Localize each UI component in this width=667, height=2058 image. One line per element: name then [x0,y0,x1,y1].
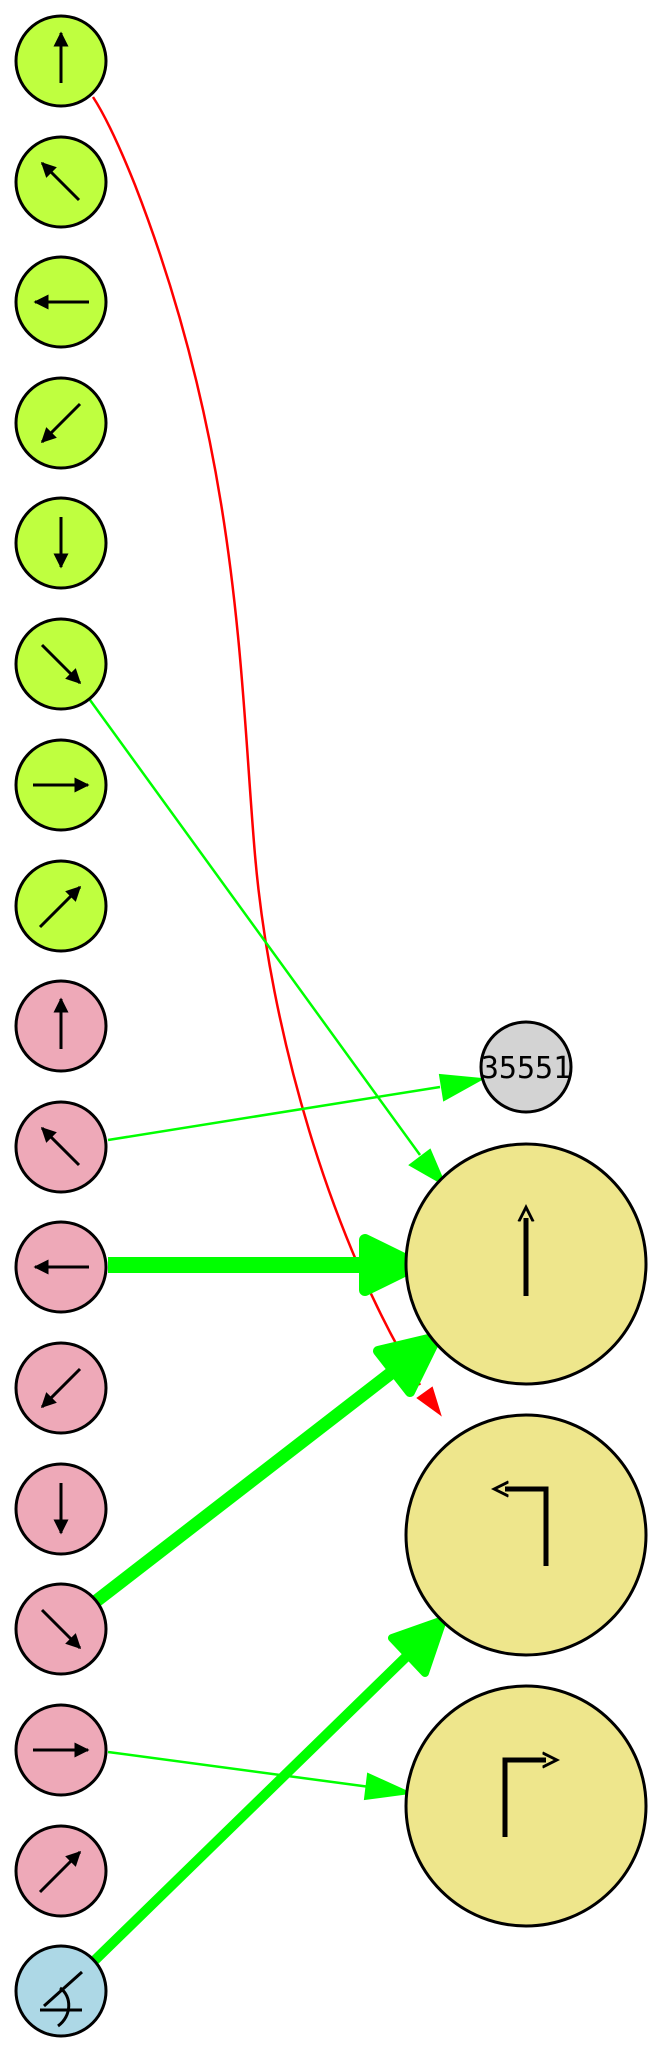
turn-left-icon [505,1489,549,1566]
arrow-down-right-icon [40,643,82,685]
edge-green-pink-upleft-to-gray [107,1085,441,1142]
arrow-up-right-icon [38,1850,82,1894]
edge-green-downright-to-up [88,699,422,1156]
edge-green-arrowhead-3 [359,1234,422,1296]
green-node-left[interactable] [14,255,108,349]
pink-node-down-right[interactable] [14,1582,108,1676]
gray-node[interactable]: 35551 [479,1020,573,1114]
gray-node-label: 35551 [481,1051,571,1086]
pink-node-right[interactable] [14,1703,108,1797]
u-turn-icon [40,1970,84,2028]
green-node-down[interactable] [14,496,108,590]
green-node-down-left[interactable] [14,376,108,470]
arrow-up-left-icon [40,1126,81,1167]
edge-green-arrowhead-2 [438,1073,486,1102]
green-node-up-left[interactable] [14,135,108,229]
pink-node-down-left[interactable] [14,1341,108,1435]
pink-node-column [14,979,108,1918]
yellow-node-up[interactable] [404,1142,648,1386]
edge-green-arrowhead-6 [388,1616,447,1677]
pink-node-down[interactable] [14,1462,108,1556]
arrow-down-right-icon [40,1608,82,1650]
turn-right-icon [502,1760,546,1837]
edge-red-up-to-turn-left [91,96,422,1386]
green-node-column [14,14,108,953]
yellow-node-turn-right[interactable] [404,1684,648,1928]
pink-node-up-left[interactable] [14,1100,108,1194]
pink-node-up[interactable] [14,979,108,1073]
edge-green-pink-downright-to-up [91,1364,399,1608]
pink-node-up-right[interactable] [14,1824,108,1918]
green-node-up[interactable] [14,14,108,108]
edges-layer [88,96,486,1966]
edge-green-pink-right-to-turnright [107,1750,371,1789]
blue-node[interactable] [14,1944,108,2038]
green-node-up-right[interactable] [14,859,108,953]
edge-green-arrowhead-5 [363,1772,414,1801]
edge-green-arrowhead-4 [373,1332,442,1397]
edge-red-arrowhead [416,1386,442,1417]
yellow-node-turn-left[interactable] [404,1413,648,1657]
edge-green-blue-to-turnleft [89,1651,412,1966]
edge-green-arrowhead-1 [408,1148,448,1188]
arrow-down-left-icon [40,1367,82,1409]
green-node-right[interactable] [14,738,108,832]
green-node-down-right[interactable] [14,617,108,711]
arrow-down-left-icon [40,402,82,444]
arrow-up-right-icon [38,885,82,929]
pink-node-left[interactable] [14,1220,108,1314]
arrow-up-left-icon [40,161,81,202]
